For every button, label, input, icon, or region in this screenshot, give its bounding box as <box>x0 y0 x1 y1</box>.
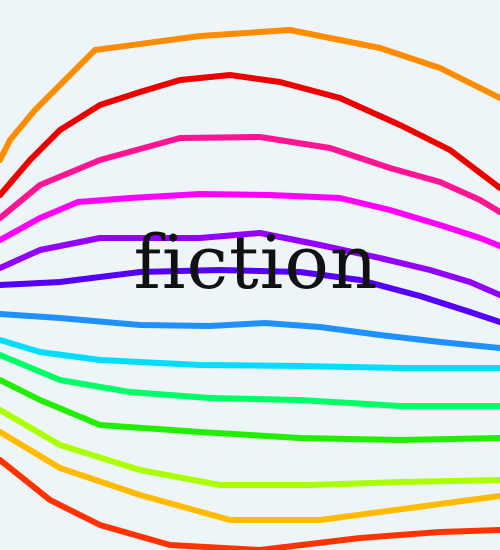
stripe-violet <box>0 230 500 298</box>
stripe-pink <box>0 134 500 221</box>
stripe-spring-green <box>0 352 500 409</box>
stripe-red-orange <box>0 457 500 550</box>
center-word: fiction <box>133 220 379 306</box>
stripe-amber <box>0 429 500 523</box>
stripe-yellow-green <box>0 407 500 488</box>
stripe-green <box>0 377 500 443</box>
stripe-cyan <box>0 337 500 371</box>
stripe-blue <box>0 311 500 351</box>
stripe-orange <box>0 27 500 163</box>
stripe-red <box>0 72 500 198</box>
stripe-indigo <box>0 267 500 325</box>
stripe-magenta <box>0 191 500 249</box>
